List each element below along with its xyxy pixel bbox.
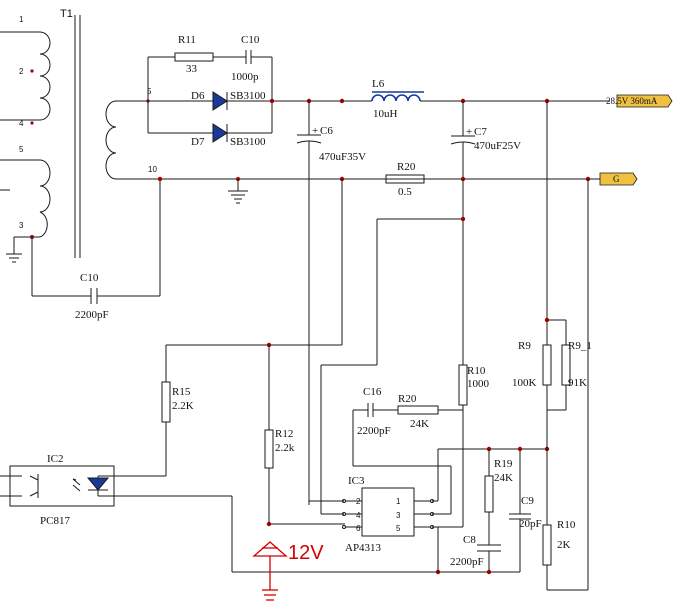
transformer-primary-winding — [0, 31, 51, 238]
transformer-ref: T1 — [60, 8, 73, 20]
ground-symbol — [228, 179, 248, 204]
c9-value: 20pF — [519, 518, 542, 530]
diode-d6 — [212, 91, 228, 111]
ic3-pin-6: 6 — [356, 524, 361, 533]
l6-ref: L6 — [372, 78, 385, 90]
net-out-pos-text: 28.5V 360mA — [606, 96, 658, 106]
resistor-r20-sense — [385, 174, 425, 184]
r10-value: 1000 — [467, 378, 490, 390]
c9-ref: C9 — [521, 495, 534, 507]
resistor-r10-2k — [542, 524, 552, 566]
ic3-pin-1: 1 — [396, 497, 401, 506]
c10-snubber-value: 1000p — [231, 71, 259, 83]
t1-pin-4-label: 4 — [19, 119, 24, 128]
r19-value: 24K — [494, 472, 513, 484]
d6-ref: D6 — [191, 90, 205, 102]
r20-fb-ref: R20 — [398, 393, 417, 405]
r10b-ref: R10 — [557, 519, 576, 531]
ic3-pin-3: 3 — [396, 511, 401, 520]
ic2-optocoupler — [9, 465, 115, 507]
resistor-r19 — [484, 475, 494, 513]
junction — [157, 176, 163, 182]
l6-value: 10uH — [373, 108, 398, 120]
r15-ref: R15 — [172, 386, 191, 398]
inductor-l6 — [371, 94, 421, 102]
led-icon — [86, 477, 110, 491]
junction — [266, 521, 272, 527]
r10-ref: R10 — [467, 365, 486, 377]
r9-1-value: 91K — [568, 377, 587, 389]
net-label-gnd — [599, 172, 638, 186]
ic3-pin-5: 5 — [396, 524, 401, 533]
t1-pin-5-label: 5 — [19, 145, 24, 154]
c16-ref: C16 — [363, 386, 382, 398]
c6-polarity: + — [312, 125, 318, 137]
t1-pin-2-label: 2 — [19, 67, 24, 76]
c6-value: 470uF35V — [319, 151, 366, 163]
c16-value: 2200pF — [357, 425, 391, 437]
diode-d7 — [212, 123, 228, 143]
r15-value: 2.2K — [172, 400, 194, 412]
resistor-r10 — [458, 364, 468, 406]
c10-y-value: 2200pF — [75, 309, 109, 321]
d6-part: SB3100 — [230, 90, 266, 102]
junction — [269, 98, 275, 104]
r11-ref: R11 — [178, 34, 196, 46]
ic3-ap4313 — [361, 487, 415, 537]
c10-y-ref: C10 — [80, 272, 99, 284]
resistor-r9 — [542, 344, 552, 386]
transformer-secondary-winding — [105, 100, 117, 180]
resistor-r12 — [264, 429, 274, 469]
c8-ref: C8 — [463, 534, 476, 546]
t1-dot-2 — [30, 69, 34, 73]
r9-ref: R9 — [518, 340, 531, 352]
c6-ref: C6 — [320, 125, 333, 137]
t1-pin-sec-10-label: 10 — [148, 165, 157, 174]
r20-sense-ref: R20 — [397, 161, 416, 173]
c10-snubber-ref: C10 — [241, 34, 260, 46]
junction — [460, 216, 466, 222]
junction — [544, 317, 550, 323]
c7-value: 470uF25V — [474, 140, 521, 152]
resistor-r11 — [174, 52, 214, 62]
r9-1-ref: R9_1 — [568, 340, 592, 352]
ic3-ref: IC3 — [348, 475, 365, 487]
net-gnd-text: G — [613, 174, 620, 184]
capacitor-c10-y — [90, 288, 98, 304]
t1-dot-4 — [30, 121, 34, 125]
ic2-ref: IC2 — [47, 453, 64, 465]
ic3-pin-4: 4 — [356, 511, 361, 520]
12v-annotation-symbol — [252, 541, 288, 601]
ground-symbol — [6, 237, 22, 263]
12v-annotation-label: 12V — [288, 542, 324, 564]
d7-part: SB3100 — [230, 136, 266, 148]
r12-ref: R12 — [275, 428, 293, 440]
r11-value: 33 — [186, 63, 198, 75]
r20-fb-value: 24K — [410, 418, 429, 430]
r10b-value: 2K — [557, 539, 571, 551]
d7-ref: D7 — [191, 136, 205, 148]
t1-pin-1-label: 1 — [19, 15, 24, 24]
c7-polarity: + — [466, 126, 472, 138]
c7-ref: C7 — [474, 126, 487, 138]
resistor-r20-feedback — [397, 405, 439, 415]
junction — [517, 446, 523, 452]
ic2-part: PC817 — [40, 515, 70, 527]
ic3-part: AP4313 — [345, 542, 382, 554]
net-label-out-pos — [616, 94, 673, 108]
r20-sense-value: 0.5 — [398, 186, 412, 198]
resistor-r15 — [161, 381, 171, 423]
r19-ref: R19 — [494, 458, 513, 470]
t1-pin-sec-5-label: 5 — [147, 87, 152, 96]
junction — [339, 98, 345, 104]
t1-pin-3-label: 3 — [19, 221, 24, 230]
light-arrows-icon — [72, 478, 81, 492]
junction — [486, 569, 492, 575]
r12-value: 2.2k — [275, 442, 295, 454]
c8-value: 2200pF — [450, 556, 484, 568]
r9-value: 100K — [512, 377, 537, 389]
